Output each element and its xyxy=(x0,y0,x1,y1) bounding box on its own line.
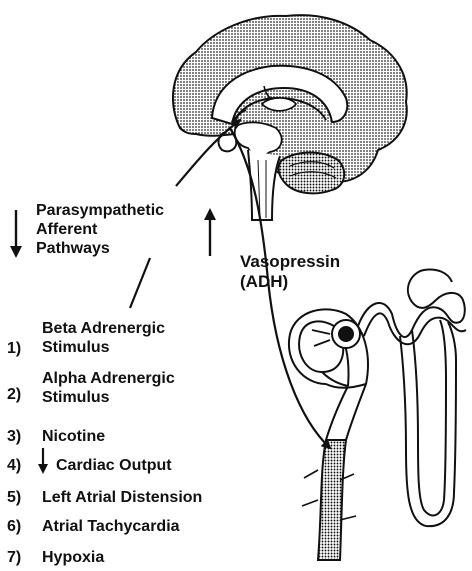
stimulus-text-line: Stimulus xyxy=(42,339,165,358)
cardiac-output-down-arrow xyxy=(38,448,48,474)
stimulus-text: Beta Adrenergic Stimulus xyxy=(42,320,165,358)
decrease-arrow xyxy=(10,210,22,258)
loop-of-henle xyxy=(412,320,446,515)
hormone-label-line: (ADH) xyxy=(240,272,340,292)
stimulus-text-line: Beta Adrenergic xyxy=(42,320,165,339)
stimulus-number: 4) xyxy=(7,457,21,475)
stimulus-text: Nicotine xyxy=(42,428,105,447)
pathway-label: Parasympathetic Afferent Pathways xyxy=(36,202,164,259)
collecting-duct xyxy=(318,440,346,560)
hormone-label: Vasopressin (ADH) xyxy=(240,252,340,292)
pathway-label-line: Parasympathetic xyxy=(36,202,164,221)
stimulus-text: Left Atrial Distension xyxy=(42,489,202,508)
stimulus-number: 1) xyxy=(7,340,21,358)
stimulus-text: Hypoxia xyxy=(42,549,104,568)
stimulus-text-line: Stimulus xyxy=(42,389,175,408)
stimulus-text: Alpha Adrenergic Stimulus xyxy=(42,370,175,408)
increase-arrow xyxy=(204,208,216,256)
pathway-label-line: Afferent xyxy=(36,221,164,240)
stimulus-number: 3) xyxy=(7,428,21,446)
stimulus-text: Atrial Tachycardia xyxy=(42,518,180,537)
stimulus-link-line xyxy=(130,258,150,308)
hormone-label-line: Vasopressin xyxy=(240,252,340,272)
cerebellum xyxy=(279,153,345,194)
nephron xyxy=(289,270,466,561)
brain xyxy=(173,15,407,220)
stimulus-number: 5) xyxy=(7,489,21,507)
stimulus-text-line: Alpha Adrenergic xyxy=(42,370,175,389)
stimulus-number: 2) xyxy=(7,386,21,404)
stimulus-number: 7) xyxy=(7,549,21,567)
pathway-label-line: Pathways xyxy=(36,240,164,259)
stimulus-number: 6) xyxy=(7,518,21,536)
stimulus-text: Cardiac Output xyxy=(56,457,172,476)
